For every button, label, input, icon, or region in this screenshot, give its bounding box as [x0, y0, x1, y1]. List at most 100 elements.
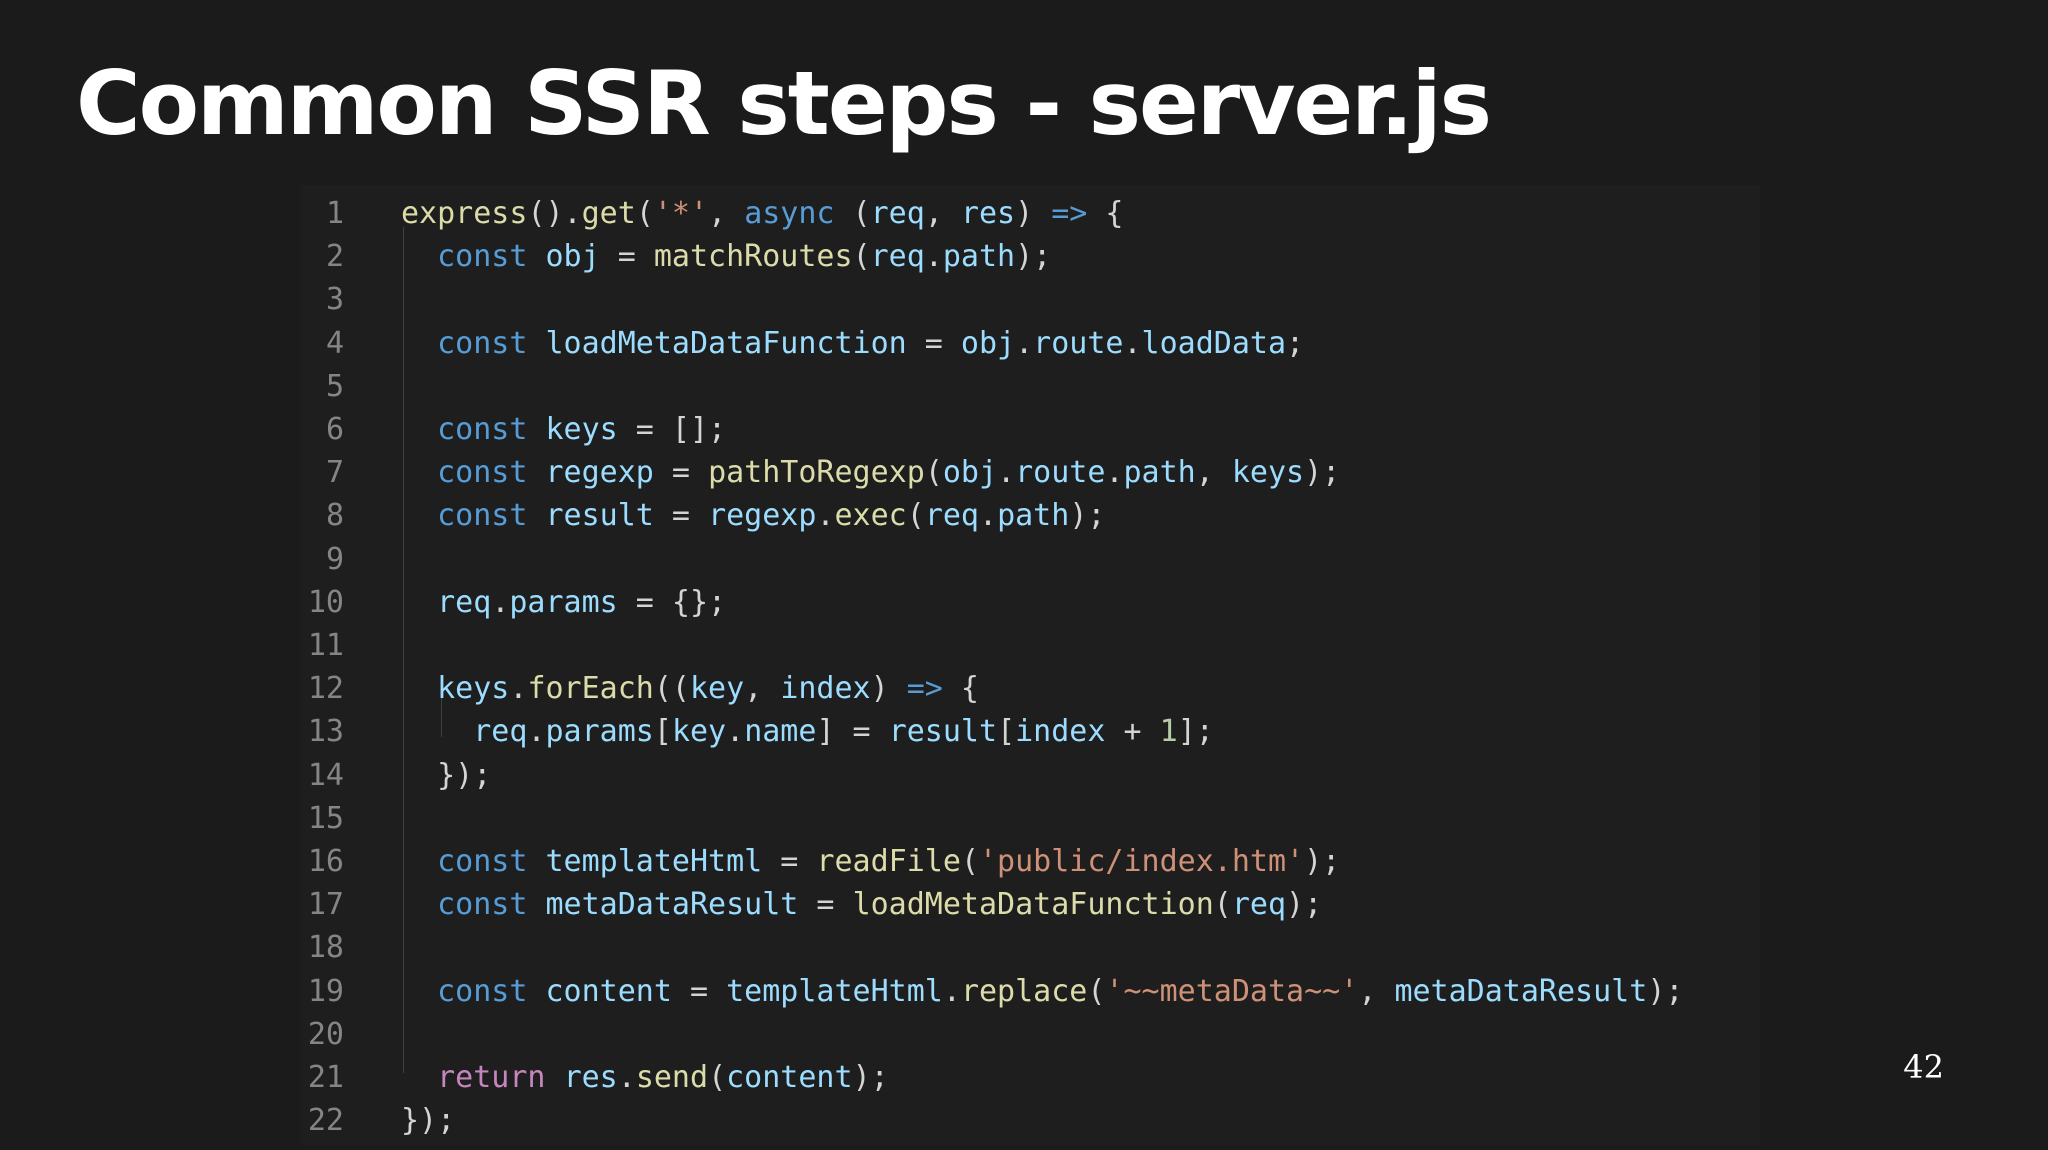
code-token	[401, 671, 437, 706]
code-line: 3	[300, 279, 1760, 321]
code-token: req	[473, 714, 528, 750]
code-token	[527, 455, 545, 490]
code-token: key	[690, 671, 745, 707]
code-token: ().	[527, 196, 582, 231]
code-token	[527, 887, 545, 922]
code-token: keys	[1231, 455, 1305, 491]
code-token: '~~metaData~~'	[1105, 973, 1359, 1009]
line-number: 14	[307, 757, 344, 793]
code-token: );	[1304, 455, 1341, 491]
code-token: route	[1015, 455, 1106, 491]
code-token: .	[942, 973, 961, 1009]
code-token	[527, 498, 545, 533]
line-number: 13	[307, 714, 344, 750]
line-number: 19	[307, 973, 344, 1009]
code-line: 15	[300, 798, 1760, 840]
code-line: 18	[300, 927, 1760, 969]
code-token: 'public/index.htm'	[979, 844, 1305, 879]
code-text: req.params[key.name] = result[index + 1]…	[401, 711, 1214, 753]
code-token: =	[653, 498, 709, 534]
code-token: keys	[545, 412, 618, 447]
code-token: (	[852, 239, 871, 275]
code-token: =	[653, 455, 709, 491]
code-token: (	[906, 498, 925, 534]
code-line: 12 keys.forEach((key, index) => {	[300, 668, 1760, 710]
code-token: templateHtml	[545, 844, 763, 879]
code-token: metaDataResult	[545, 887, 799, 923]
code-token	[401, 1060, 437, 1095]
code-token: const	[437, 973, 528, 1009]
code-token: key	[671, 714, 727, 750]
code-line: 10 req.params = {};	[300, 582, 1760, 624]
code-token	[527, 412, 545, 447]
code-token: send	[635, 1060, 709, 1095]
code-token: ,	[1358, 973, 1395, 1009]
code-token: express	[401, 196, 528, 231]
code-token	[401, 455, 437, 490]
code-token: matchRoutes	[653, 239, 853, 275]
code-token: const	[437, 844, 528, 879]
code-token: =	[762, 844, 817, 879]
code-token: index	[780, 671, 871, 707]
code-token: (	[708, 1060, 727, 1095]
code-token: req	[870, 196, 925, 231]
code-token: =>	[906, 671, 943, 707]
code-line: 6 const keys = [];	[300, 409, 1760, 451]
code-token: =	[599, 239, 654, 275]
code-token: 1	[1159, 714, 1178, 750]
line-number: 18	[307, 930, 344, 966]
line-number: 22	[307, 1103, 344, 1139]
line-number: 2	[325, 239, 344, 275]
code-line: 4 const loadMetaDataFunction = obj.route…	[300, 323, 1760, 365]
line-number: 1	[325, 196, 344, 231]
line-number: 12	[307, 671, 344, 707]
code-token: {	[1087, 196, 1124, 231]
code-token: .	[1123, 325, 1142, 361]
code-token	[527, 326, 545, 361]
code-token	[527, 239, 545, 274]
code-token: ] =	[816, 714, 889, 750]
indent-guide-nested	[441, 695, 442, 737]
code-token: templateHtml	[726, 973, 943, 1009]
line-number: 21	[307, 1060, 344, 1095]
code-token	[401, 326, 437, 361]
line-number: 9	[325, 541, 344, 577]
code-token: result	[888, 714, 998, 750]
code-text: const regexp = pathToRegexp(obj.route.pa…	[401, 452, 1340, 494]
code-token: loadData	[1141, 325, 1287, 361]
code-token: (	[1213, 887, 1232, 923]
code-token: req	[437, 584, 492, 620]
code-text: req.params = {};	[401, 582, 726, 624]
line-number: 17	[307, 887, 344, 923]
code-line: 11	[300, 625, 1760, 667]
code-token: obj	[960, 325, 1016, 361]
code-token	[401, 585, 437, 620]
code-token: .	[491, 584, 510, 620]
code-text: });	[401, 755, 491, 797]
code-token: (	[1087, 973, 1106, 1009]
code-token: =>	[1051, 196, 1088, 231]
code-token: const	[437, 887, 528, 923]
code-token: ,	[744, 671, 781, 707]
line-number: 16	[307, 844, 344, 879]
code-token: regexp	[545, 455, 654, 491]
code-text: const metaDataResult = loadMetaDataFunct…	[401, 884, 1322, 926]
code-text: const templateHtml = readFile('public/in…	[401, 841, 1340, 883]
code-token: const	[437, 239, 528, 275]
code-token: const	[437, 325, 528, 361]
code-token: path	[942, 239, 1016, 275]
code-token: content	[726, 1060, 853, 1095]
code-token: (	[635, 196, 654, 231]
code-token: route	[1033, 325, 1124, 361]
code-token: [	[997, 714, 1016, 750]
code-token	[401, 239, 437, 274]
code-token: (	[924, 455, 943, 491]
code-token: .	[1015, 325, 1034, 361]
code-token: index	[1015, 714, 1106, 750]
line-number: 5	[325, 368, 344, 404]
code-line: 13 req.params[key.name] = result[index +…	[300, 711, 1760, 753]
code-token: name	[744, 714, 817, 750]
code-token: req	[1231, 887, 1287, 923]
code-token: +	[1105, 714, 1160, 750]
